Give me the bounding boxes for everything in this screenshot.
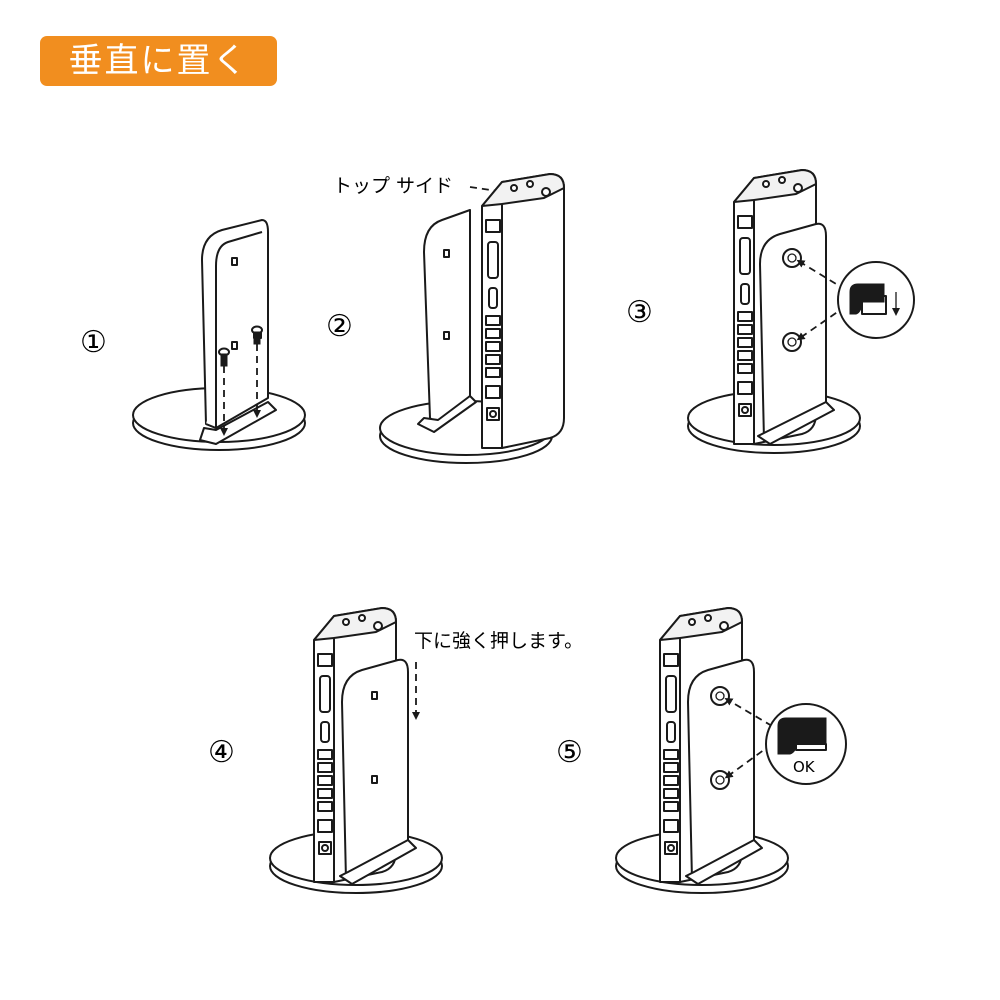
step-4: ④ 下に強く押します。: [208, 608, 583, 893]
press-down-label: 下に強く押します。: [414, 630, 583, 652]
screw-icon: [219, 349, 229, 367]
screw-icon: [252, 327, 262, 345]
bracket-plate: [424, 210, 470, 426]
step-3: ③: [626, 170, 914, 453]
top-side-label: トップ サイド: [333, 175, 453, 197]
step-2: ② トップ サイド: [326, 174, 564, 463]
ok-label: OK: [793, 758, 816, 776]
step-1: ①: [80, 220, 305, 450]
step-number: ⑤: [556, 735, 583, 770]
latch-icon: [838, 262, 914, 338]
step-number: ②: [326, 309, 353, 344]
step-5: ⑤ OK: [556, 608, 846, 893]
dock-device: [482, 174, 564, 448]
step-number: ①: [80, 325, 107, 360]
latch-icon: OK: [766, 704, 846, 784]
step-number: ④: [208, 735, 235, 770]
step-number: ③: [626, 295, 653, 330]
